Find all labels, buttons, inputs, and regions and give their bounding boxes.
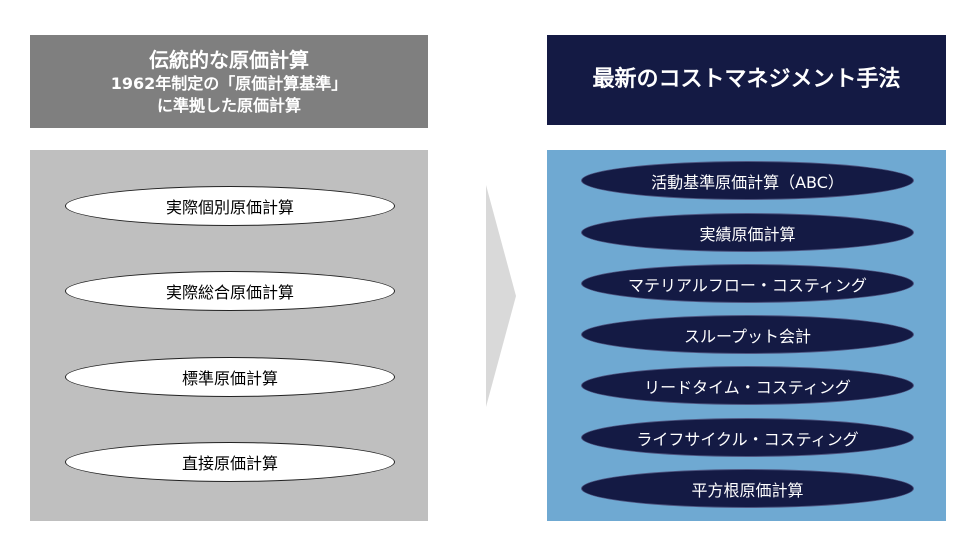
modern-method-item: リードタイム・コスティング — [581, 366, 914, 405]
modern-cost-management-panel: 活動基準原価計算（ABC） 実績原価計算 マテリアルフロー・コスティング スルー… — [547, 150, 946, 521]
modern-cost-management-header: 最新のコストマネジメント手法 — [547, 35, 946, 125]
traditional-method-item: 実際個別原価計算 — [65, 186, 395, 226]
traditional-costing-panel: 実際個別原価計算 実際総合原価計算 標準原価計算 直接原価計算 — [30, 150, 428, 521]
modern-method-item: マテリアルフロー・コスティング — [581, 264, 914, 303]
traditional-method-item: 実際総合原価計算 — [65, 271, 395, 311]
traditional-method-item: 直接原価計算 — [65, 442, 395, 482]
arrow-shape — [486, 185, 516, 407]
traditional-costing-title: 伝統的な原価計算 — [149, 47, 309, 72]
traditional-costing-subtitle-line1: 1962年制定の「原価計算基準」 — [110, 73, 348, 93]
modern-method-item: スループット会計 — [581, 315, 914, 354]
modern-cost-management-title: 最新のコストマネジメント手法 — [592, 67, 901, 92]
traditional-costing-header: 伝統的な原価計算 1962年制定の「原価計算基準」 に準拠した原価計算 — [30, 35, 428, 128]
traditional-costing-subtitle-line2: に準拠した原価計算 — [156, 95, 301, 115]
modern-method-item: 平方根原価計算 — [581, 469, 914, 508]
modern-method-item: ライフサイクル・コスティング — [581, 418, 914, 457]
modern-method-item: 活動基準原価計算（ABC） — [581, 161, 914, 200]
traditional-method-item: 標準原価計算 — [65, 357, 395, 397]
chevron-right-arrow-icon — [486, 185, 516, 407]
modern-method-item: 実績原価計算 — [581, 213, 914, 252]
